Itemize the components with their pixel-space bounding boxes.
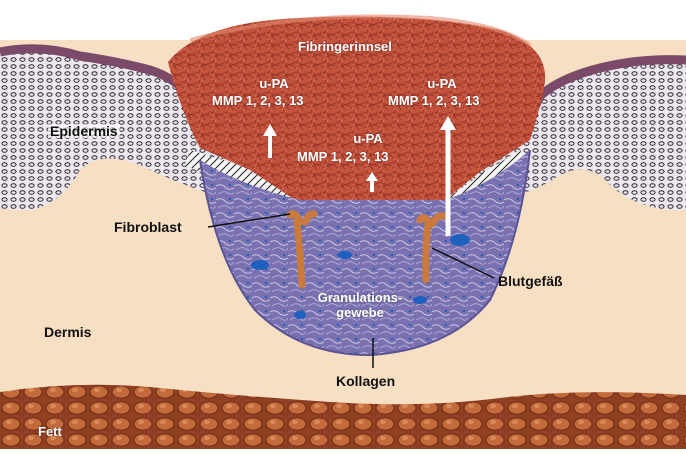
upa-right-label: u-PA — [417, 77, 467, 90]
granulation-label-1: Granulations- — [300, 291, 420, 304]
mmp-left-label: MMP 1, 2, 3, 13 — [212, 94, 304, 107]
granulation-label-2: gewebe — [300, 306, 420, 319]
fibrin-clot-label: Fibringerinnsel — [298, 40, 392, 53]
upa-left-label: u-PA — [249, 77, 299, 90]
upa-center-label: u-PA — [343, 132, 393, 145]
mmp-right-label: MMP 1, 2, 3, 13 — [388, 94, 480, 107]
collagen-label: Kollagen — [336, 374, 395, 388]
dermis-label: Dermis — [44, 325, 91, 339]
mmp-center-label: MMP 1, 2, 3, 13 — [297, 150, 389, 163]
epidermis-label: Epidermis — [48, 124, 120, 138]
fat-label: Fett — [38, 425, 62, 438]
blood-vessel-label: Blutgefäß — [498, 274, 563, 288]
fibroblast-label: Fibroblast — [114, 220, 182, 234]
